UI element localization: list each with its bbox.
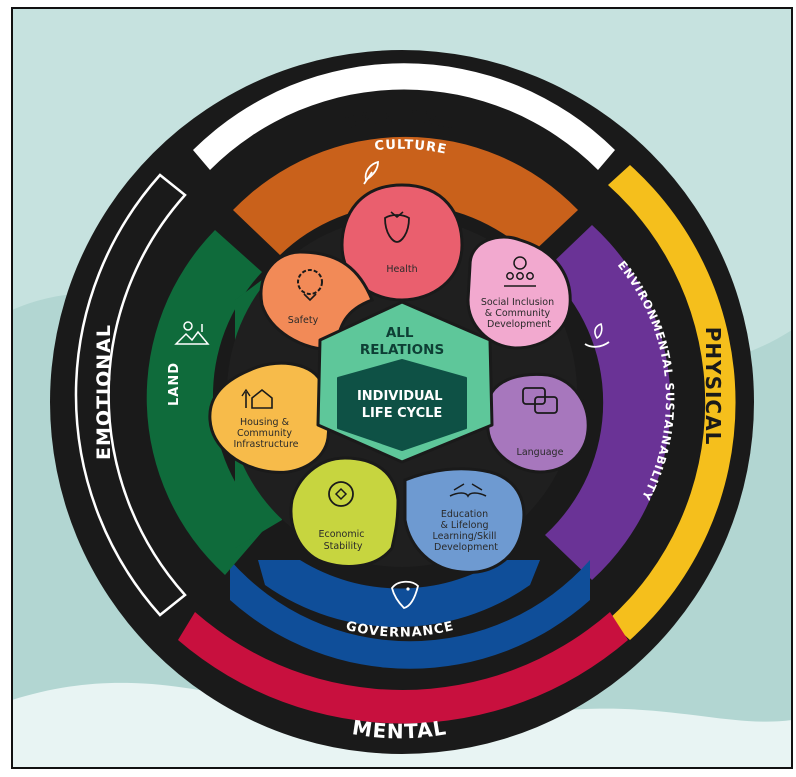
physical-label: PHYSICAL [701, 327, 725, 446]
house-tree-icon [241, 388, 273, 409]
language-petal: Language [485, 372, 590, 474]
feather-icon [363, 160, 379, 185]
health-label: Health [386, 264, 417, 275]
community-people-icon [504, 256, 536, 287]
mental-label: MENTAL [351, 715, 449, 743]
economic-stability-label: Economic Stability [318, 529, 367, 552]
economic-stability-petal: Economic Stability [289, 456, 400, 568]
individual-life-cycle-label: INDIVIDUAL LIFE CYCLE [357, 389, 447, 421]
language-label: Language [517, 447, 564, 458]
housing-petal: Housing & Community Infrastructure [208, 361, 331, 474]
environmental-segment [545, 225, 671, 580]
image-border [11, 7, 793, 769]
eagle-icon [391, 580, 419, 609]
open-book-icon [449, 483, 487, 498]
emotional-label: EMOTIONAL [93, 324, 115, 460]
social-inclusion-label: Social Inclusion & Community Development [481, 297, 557, 330]
coins-cycle-icon [328, 481, 354, 507]
mental-segment [178, 612, 628, 724]
speech-bubbles-icon [522, 387, 558, 414]
life-cycle-hexagon [337, 359, 467, 451]
hand-plant-icon [584, 322, 610, 348]
safety-label: Safety [288, 315, 319, 326]
backdrop-wave-bottom [12, 682, 792, 768]
strawberry-icon [384, 211, 410, 243]
governance-label: GOVERNANCE [344, 619, 455, 641]
health-petal: Health [340, 183, 464, 302]
all-relations-label: ALL RELATIONS [360, 325, 444, 358]
education-label: Education & Lifelong Learning/Skill Deve… [433, 509, 500, 553]
land-label: LAND [167, 362, 182, 406]
education-petal: Education & Lifelong Learning/Skill Deve… [403, 467, 526, 574]
spiritual-segment [193, 63, 615, 170]
physical-segment [608, 165, 736, 640]
sun-mountain-icon [174, 321, 210, 345]
social-inclusion-petal: Social Inclusion & Community Development [466, 235, 572, 350]
housing-label: Housing & Community Infrastructure [233, 417, 298, 450]
wreath-icon [297, 269, 323, 302]
governance-inner-fill [258, 560, 540, 628]
emotional-segment [74, 173, 187, 617]
governance-segment [230, 560, 590, 669]
culture-label: CULTURE [374, 138, 448, 158]
